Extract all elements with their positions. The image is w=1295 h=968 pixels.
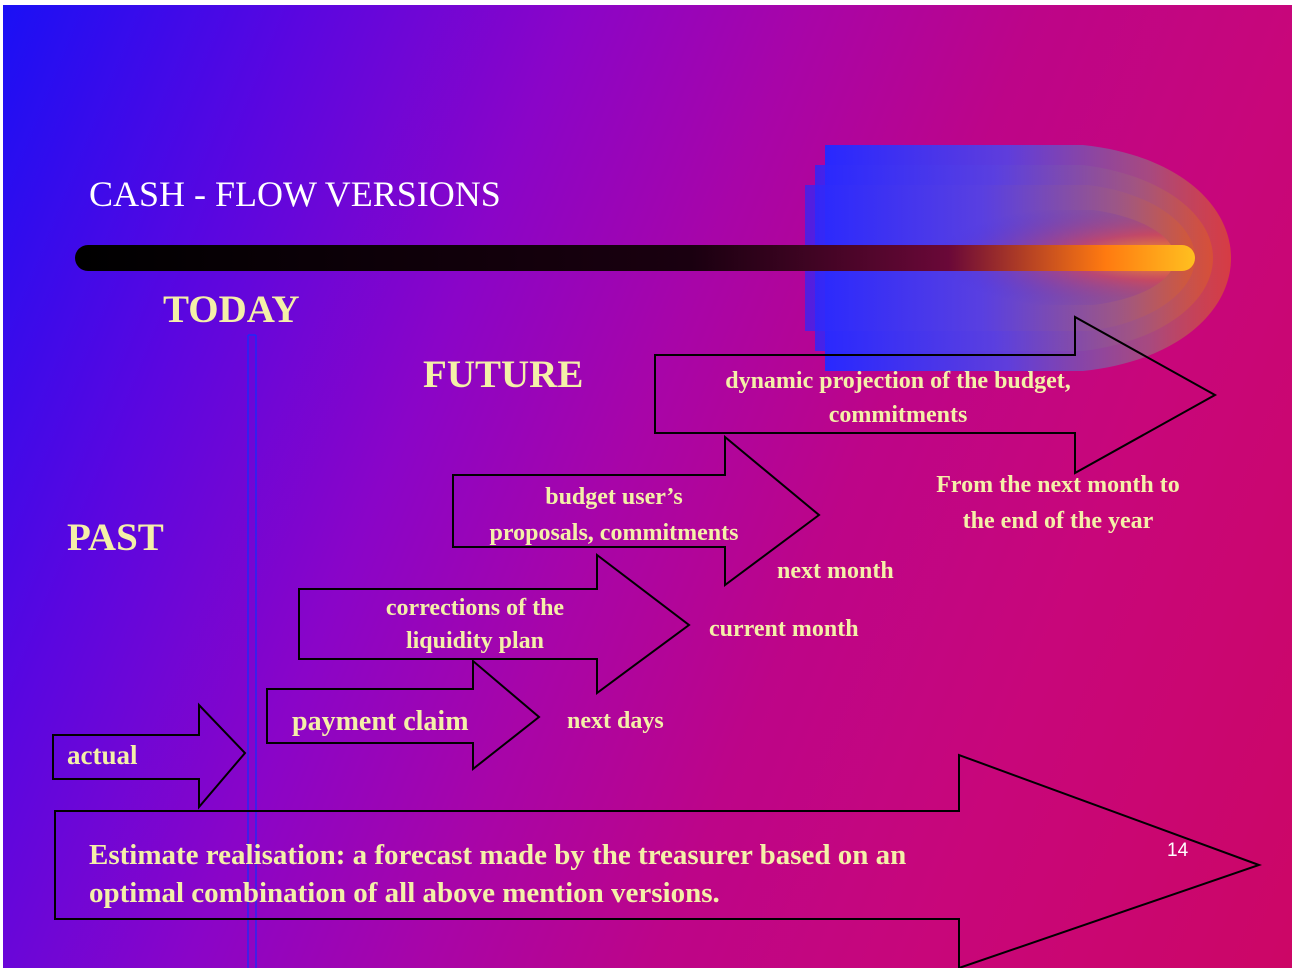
next-month-label: next month <box>777 558 894 584</box>
timeline-bar <box>75 245 1195 271</box>
corrections-label-line1: corrections of the <box>385 595 565 621</box>
corrections-label-line2: liquidity plan <box>405 628 545 654</box>
dynamic-projection-label-line1: dynamic projection of the budget, <box>725 368 1071 394</box>
actual-label: actual <box>67 740 138 770</box>
estimate-label-line1: Estimate realisation: a forecast made by… <box>89 839 907 871</box>
budget-arrow <box>452 434 821 587</box>
corrections-arrow <box>298 552 691 695</box>
rest-of-year-label-line2: the end of the year <box>962 508 1154 534</box>
dynamic-projection-label-line2: commitments <box>828 402 968 428</box>
page-number: 14 <box>1167 840 1189 861</box>
slide-graphics <box>52 145 1262 968</box>
current-month-label: current month <box>709 616 859 642</box>
slide: CASH - FLOW VERSIONS TODAY FUTURE PAST a… <box>3 5 1292 968</box>
today-marker-line <box>247 334 257 968</box>
dynamic-projection-arrow <box>654 315 1218 475</box>
today-label: TODAY <box>163 288 300 331</box>
budget-label-line2: proposals, commitments <box>489 520 739 546</box>
next-days-label: next days <box>567 708 664 734</box>
actual-arrow <box>52 702 247 810</box>
rest-of-year-label-line1: From the next month to <box>936 472 1180 498</box>
budget-label-line1: budget user’s <box>545 484 683 510</box>
estimate-label-line2: optimal combination of all above mention… <box>89 877 720 909</box>
past-label: PAST <box>67 516 164 559</box>
estimate-arrow <box>54 753 1262 968</box>
payment-claim-label: payment claim <box>292 706 469 737</box>
future-label: FUTURE <box>423 353 584 396</box>
slide-title: CASH - FLOW VERSIONS <box>89 174 501 214</box>
payment-claim-arrow <box>266 658 541 772</box>
